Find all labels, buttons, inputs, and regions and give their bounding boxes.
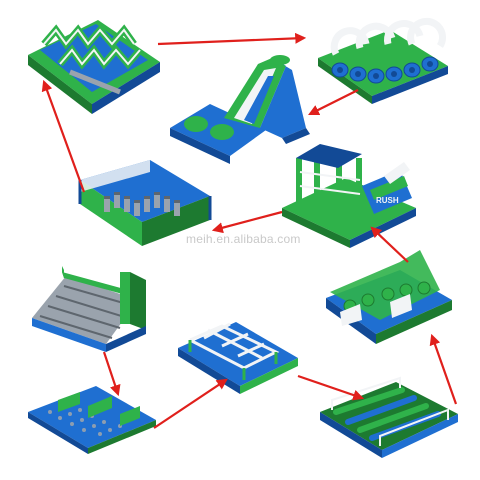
arrow-climb-to-hurdle xyxy=(102,351,121,397)
arrow-wall-to-tunnel xyxy=(157,32,307,46)
bumper-course-module xyxy=(326,250,452,344)
arrow-frame-to-roller xyxy=(297,374,365,401)
arrow-hurdle-to-frame xyxy=(153,378,228,429)
climb-slide-module xyxy=(32,266,146,352)
giant-slide-module xyxy=(170,55,310,164)
ring-tunnel-module xyxy=(318,17,448,104)
zigzag-wall-module xyxy=(28,20,160,114)
arrow-bumper-to-tower xyxy=(370,226,409,263)
watermark-text: meih.en.alibaba.com xyxy=(186,232,301,246)
tower-label: RUSH xyxy=(376,196,399,205)
arrow-roller-to-bumper xyxy=(429,333,458,405)
arrow-arena-to-wall xyxy=(41,79,86,193)
flow-arrows xyxy=(41,32,458,429)
arrow-tower-to-arena xyxy=(211,210,283,234)
roller-track-module xyxy=(320,376,458,458)
pillar-arena-module xyxy=(78,160,212,246)
hurdle-mat-module xyxy=(28,386,156,454)
arrow-tunnel-to-slide xyxy=(308,89,359,115)
ninja-tower-module: RUSH xyxy=(282,144,416,248)
frame-crawl-module xyxy=(178,322,298,394)
